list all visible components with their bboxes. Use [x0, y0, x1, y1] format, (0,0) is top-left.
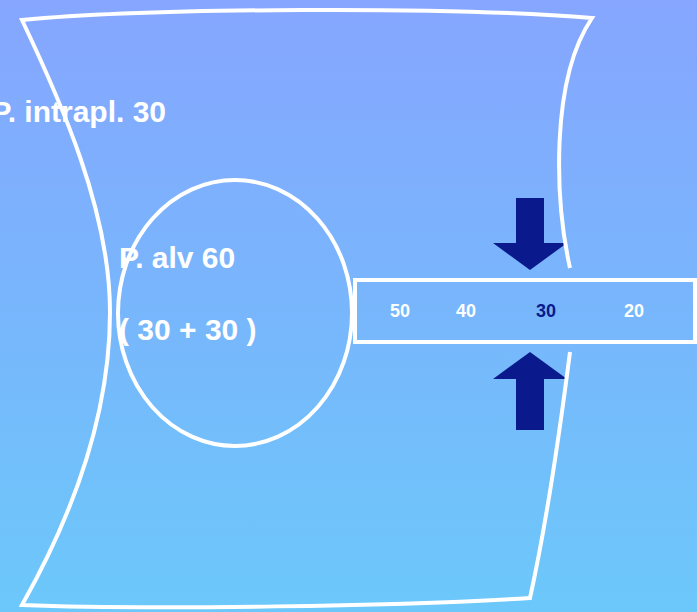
pressure-label: P. alv 60 [119, 241, 357, 276]
pressure-label: ( 30 + 30 ) [119, 313, 357, 348]
pressure-value: 40 [456, 301, 476, 322]
pressure-value: 20 [624, 301, 644, 322]
arrow-down [493, 198, 567, 270]
arrow-up [493, 352, 567, 430]
airway-tube: 50 40 30 20 [355, 280, 695, 342]
pressure-label: P. intrapl. 30 [0, 95, 689, 130]
pressure-value: 30 [536, 301, 556, 322]
pressure-value: 50 [390, 301, 410, 322]
alveolus-circle: P. alv 60 ( 30 + 30 ) [116, 178, 354, 448]
tube-line [355, 280, 695, 342]
